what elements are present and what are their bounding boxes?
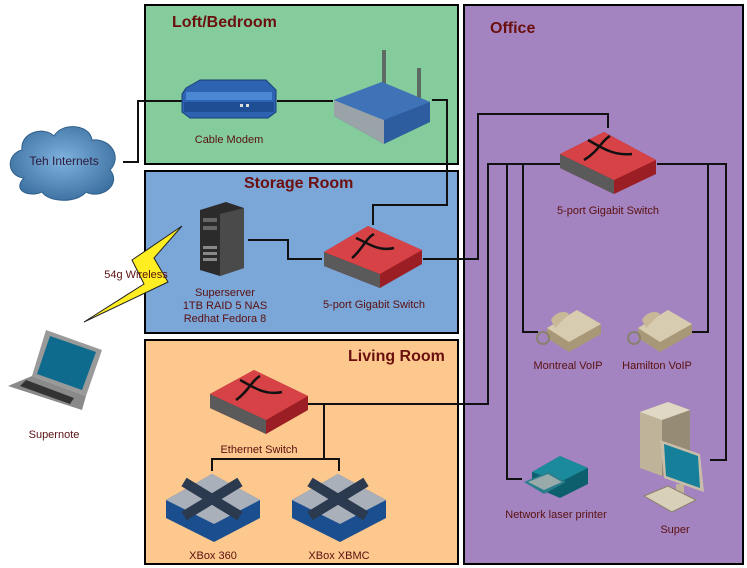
superserver[interactable]	[196, 202, 248, 276]
superserver-label-line-1: Superserver	[195, 287, 255, 299]
hamilton-voip-label: Hamilton VoIP	[622, 360, 692, 372]
super-pc-label: Super	[660, 524, 690, 536]
office-switch[interactable]	[558, 130, 658, 196]
wireless-router[interactable]	[332, 50, 432, 146]
hamilton-voip-phone[interactable]	[624, 308, 694, 354]
montreal-voip-phone[interactable]	[533, 308, 603, 354]
modem-icon	[181, 79, 277, 119]
switch-icon	[324, 226, 422, 288]
office-switch-label: 5-port Gigabit Switch	[556, 205, 660, 217]
phone-icon	[536, 310, 601, 352]
desktop-pc-icon	[640, 402, 704, 513]
montreal-voip-label: Montreal VoIP	[533, 360, 603, 372]
network-printer[interactable]	[522, 454, 592, 500]
printer-label: Network laser printer	[505, 509, 607, 521]
switch-icon	[210, 370, 308, 434]
wireless-link	[82, 224, 184, 324]
printer-icon	[524, 456, 588, 498]
room-title-storage: Storage Room	[244, 175, 354, 192]
storage-room-switch[interactable]	[322, 224, 424, 290]
cable-modem-label: Cable Modem	[194, 134, 264, 146]
xbox-360-label: XBox 360	[189, 550, 237, 562]
wireless-link-label: 54g Wireless	[104, 269, 168, 281]
super-desktop-pc[interactable]	[638, 400, 712, 514]
phone-icon	[627, 310, 692, 352]
xbox-xbmc-label: XBox XBMC	[308, 550, 370, 562]
game-console-icon	[292, 474, 386, 542]
internet-cloud[interactable]: Teh Internets	[4, 118, 124, 202]
lightning-bolt-icon	[83, 225, 183, 323]
supernote-laptop[interactable]	[6, 330, 102, 416]
ethernet-switch-label: Ethernet Switch	[220, 444, 298, 456]
superserver-label-line-3: Redhat Fedora 8	[183, 313, 267, 325]
game-console-icon	[166, 474, 260, 542]
server-tower-icon	[200, 202, 244, 276]
ethernet-switch[interactable]	[208, 368, 310, 436]
storage-switch-label: 5-port Gigabit Switch	[322, 299, 426, 311]
room-title-loft: Loft/Bedroom	[172, 14, 277, 31]
laptop-icon	[8, 330, 102, 410]
xbox-xbmc[interactable]	[290, 472, 388, 544]
supernote-label: Supernote	[28, 429, 80, 441]
room-title-living: Living Room	[348, 348, 445, 365]
room-title-office: Office	[490, 20, 536, 37]
cloud-icon	[9, 126, 116, 201]
internet-label: Teh Internets	[29, 154, 99, 168]
xbox-360[interactable]	[164, 472, 262, 544]
superserver-label-line-2: 1TB RAID 5 NAS	[182, 300, 268, 312]
cable-modem[interactable]	[180, 78, 278, 124]
wireless-router-icon	[334, 50, 430, 144]
switch-icon	[560, 132, 656, 194]
